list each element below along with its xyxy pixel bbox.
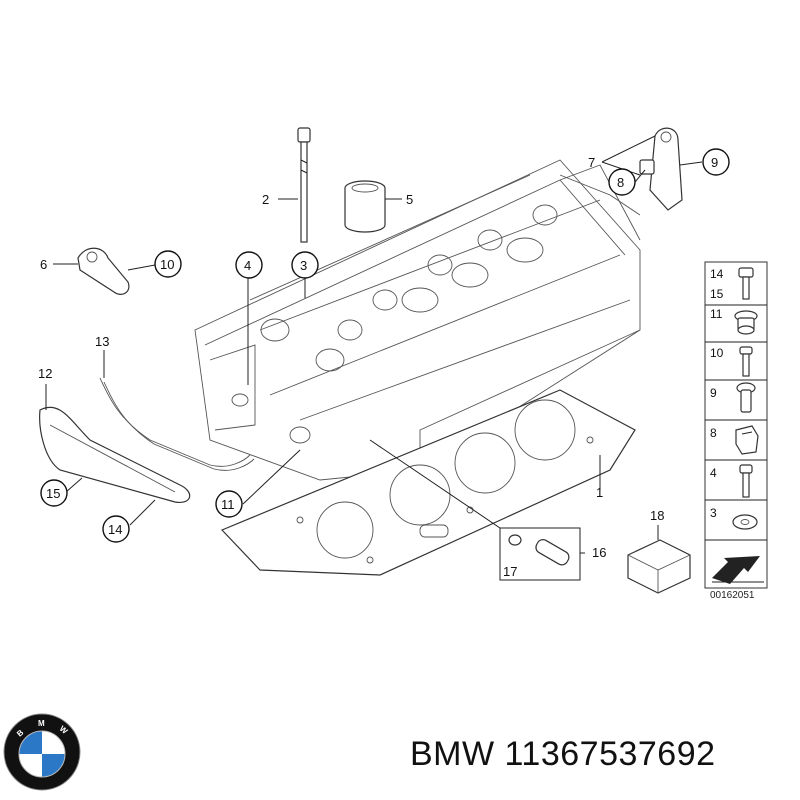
clip-icon: [735, 425, 759, 455]
svg-text:W: W: [58, 724, 70, 736]
callout-14: 14: [108, 522, 122, 537]
legend-label-4: 4: [710, 466, 717, 480]
svg-text:B: B: [15, 728, 25, 739]
bmw-logo: B M W: [3, 713, 81, 791]
sleeve-part-5: [344, 180, 386, 233]
callout-18: 18: [650, 508, 664, 523]
callout-circle-14: [102, 515, 130, 543]
fastener-legend: 14 15 11 10 9 8 4: [704, 261, 768, 589]
callout-circle-3: [291, 251, 319, 279]
callout-9: 9: [711, 155, 718, 170]
box-part-18: [627, 539, 691, 594]
callout-4: 4: [244, 258, 251, 273]
callout-8: 8: [617, 175, 624, 190]
plug-icon: [734, 310, 758, 335]
legend-label-14: 14: [710, 267, 724, 281]
legend-label-3: 3: [710, 506, 717, 520]
callout-11: 11: [221, 497, 235, 512]
part-number: 11367537692: [504, 735, 716, 773]
callout-labels: 2 3 4 5 6 10 7 8 9 12 13 15 14 11 1 16 1…: [38, 148, 730, 579]
bracket-part-6: [77, 247, 130, 295]
callout-circle-8: [608, 168, 636, 196]
callout-13: 13: [95, 334, 109, 349]
sensor-part-16: [508, 534, 570, 566]
callout-circle-10: [154, 250, 182, 278]
callout-16: 16: [592, 545, 606, 560]
callout-10: 10: [160, 257, 174, 272]
diagram-code: 00162051: [710, 590, 755, 601]
legend-label-15: 15: [710, 287, 724, 301]
washer-icon: [732, 514, 758, 530]
direction-arrow-icon: [712, 556, 764, 584]
callout-5: 5: [406, 192, 413, 207]
legend-label-8: 8: [710, 426, 717, 440]
callout-2: 2: [262, 192, 269, 207]
callout-3: 3: [300, 258, 307, 273]
callout-circle-11: [215, 490, 243, 518]
callout-circle-9: [702, 148, 730, 176]
callout-6: 6: [40, 257, 47, 272]
long-bolt-icon: [739, 464, 753, 498]
callout-1: 1: [596, 485, 603, 500]
head-gasket-drawing: [220, 389, 636, 576]
callout-7: 7: [588, 155, 595, 170]
callout-circle-15: [40, 479, 68, 507]
bolt-icon: [738, 267, 754, 300]
svg-text:M: M: [38, 719, 45, 728]
gasket-part-13: [99, 377, 255, 471]
legend-label-9: 9: [710, 386, 717, 400]
callout-circle-4: [235, 251, 263, 279]
part-caption: BMW 11367537692: [410, 735, 716, 774]
cylinder-head-drawing: [194, 159, 641, 481]
legend-label-11: 11: [710, 307, 723, 321]
legend-label-10: 10: [710, 346, 724, 360]
brand-name: BMW: [410, 735, 495, 773]
callout-17: 17: [503, 564, 517, 579]
collar-bolt-icon: [736, 382, 756, 413]
screw-icon: [739, 346, 753, 377]
callout-12: 12: [38, 366, 52, 381]
bolt-part-2: [297, 127, 311, 243]
lifting-eye-part-9: [559, 127, 683, 216]
callout-15: 15: [46, 486, 60, 501]
leader-lines: [45, 135, 703, 581]
guide-rail-part-12: [39, 406, 191, 504]
